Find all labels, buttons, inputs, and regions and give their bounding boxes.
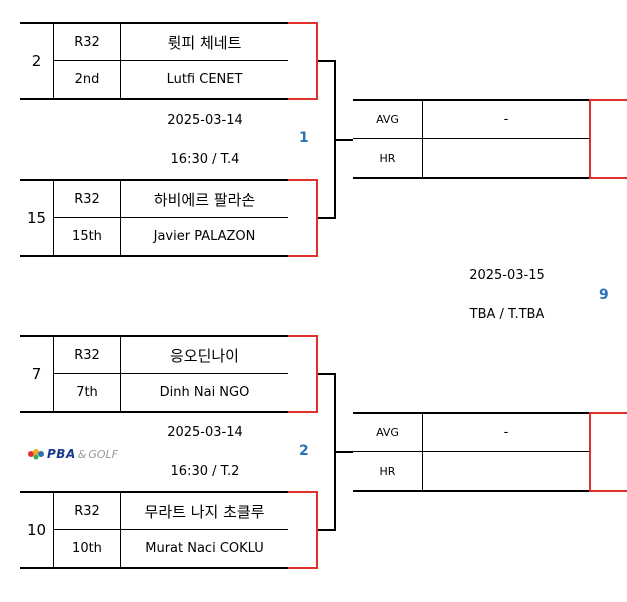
seed-number: 15 xyxy=(20,181,54,255)
player-name-korean: 륏피 체네트 xyxy=(121,24,288,61)
seed-number: 2 xyxy=(20,24,54,98)
player-card-seed-2[interactable]: 2 R32 2nd 륏피 체네트 Lutfi CENET xyxy=(20,22,288,100)
match-result-box: AVG - HR xyxy=(353,412,589,492)
player-name-english: Murat Naci COKLU xyxy=(145,541,264,556)
logo-sub-text: GOLF xyxy=(88,447,118,461)
hr-value xyxy=(423,139,589,177)
player-card-seed-15[interactable]: 15 R32 15th 하비에르 팔라손 Javier PALAZON xyxy=(20,179,288,257)
peacock-icon xyxy=(28,449,44,460)
round-label: R32 xyxy=(54,493,121,530)
match-number: 1 xyxy=(299,130,309,146)
next-match-time-table: TBA / T.TBA xyxy=(469,307,545,322)
avg-label: AVG xyxy=(353,101,423,139)
ranking-place: 15th xyxy=(54,218,121,255)
player-name-korean: 응오딘나이 xyxy=(121,337,288,374)
match-result-box: AVG - HR xyxy=(353,99,589,179)
avg-label: AVG xyxy=(353,414,423,452)
ranking-place: 10th xyxy=(54,530,121,567)
player-name-korean: 무라트 나지 초클루 xyxy=(121,493,288,530)
match-date: 2025-03-14 xyxy=(167,425,243,440)
round-label: R32 xyxy=(54,337,121,374)
player-name-english: Javier PALAZON xyxy=(153,229,256,244)
bracket-line xyxy=(334,139,353,141)
player-name-english: Dinh Nai NGO xyxy=(159,385,250,400)
ranking-place: 7th xyxy=(54,374,121,411)
ranking-place: 2nd xyxy=(54,61,121,98)
bracket-line xyxy=(318,217,335,219)
pba-golf-logo: PBA & GOLF xyxy=(27,447,118,461)
player-card-seed-10[interactable]: 10 R32 10th 무라트 나지 초클루 Murat Naci COKLU xyxy=(20,491,288,569)
bracket-connector-red xyxy=(288,491,318,569)
player-name-korean: 하비에르 팔라손 xyxy=(121,181,288,218)
match-number: 2 xyxy=(299,443,309,459)
match-time-table: 16:30 / T.4 xyxy=(170,152,240,167)
bracket-connector-red xyxy=(288,335,318,413)
avg-value: - xyxy=(423,414,589,452)
bracket-line xyxy=(318,529,335,531)
next-match-date: 2025-03-15 xyxy=(469,268,545,283)
bracket-line xyxy=(318,60,335,62)
avg-value: - xyxy=(423,101,589,139)
logo-brand-text: PBA xyxy=(47,447,76,461)
next-match-number: 9 xyxy=(599,287,609,303)
round-label: R32 xyxy=(54,24,121,61)
bracket-connector-red xyxy=(589,412,627,492)
bracket-connector-red xyxy=(589,99,627,179)
bracket-connector-red xyxy=(288,22,318,100)
hr-label: HR xyxy=(353,452,423,490)
round-label: R32 xyxy=(54,181,121,218)
player-card-seed-7[interactable]: 7 R32 7th 응오딘나이 Dinh Nai NGO xyxy=(20,335,288,413)
bracket-line xyxy=(334,451,353,453)
bracket-connector-red xyxy=(288,179,318,257)
logo-amp-text: & xyxy=(77,447,87,461)
seed-number: 7 xyxy=(20,337,54,411)
hr-label: HR xyxy=(353,139,423,177)
hr-value xyxy=(423,452,589,490)
seed-number: 10 xyxy=(20,493,54,567)
match-date: 2025-03-14 xyxy=(167,113,243,128)
player-name-english: Lutfi CENET xyxy=(166,72,243,87)
bracket-line xyxy=(318,373,335,375)
match-time-table: 16:30 / T.2 xyxy=(170,464,240,479)
